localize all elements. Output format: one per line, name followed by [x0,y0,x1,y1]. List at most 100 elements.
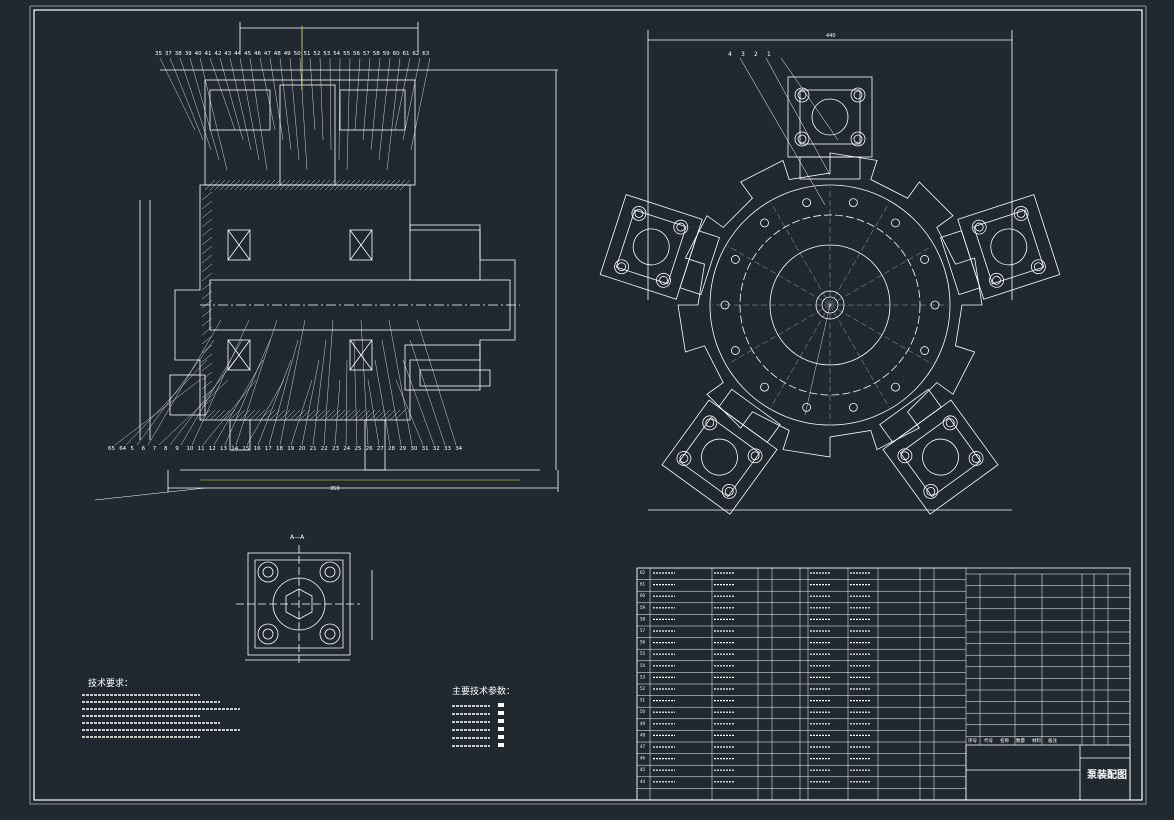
svg-text:58: 58 [640,616,646,621]
balloon-top-50: 50 [294,51,301,57]
balloon-top-40: 40 [195,51,202,57]
balloon-top-47: 47 [264,51,271,57]
table-header-4: 材料 [1032,737,1041,744]
balloon-bottom-24: 24 [343,446,350,452]
svg-text:48: 48 [640,732,646,737]
svg-text:57: 57 [640,628,646,633]
svg-text:61: 61 [640,582,646,587]
balloon-bottom-8: 8 [164,446,168,452]
balloon-bottom-17: 17 [265,446,272,452]
balloon-bottom-16: 16 [254,446,261,452]
balloon-top-46: 46 [254,51,261,57]
table-header-0: 序号 [968,737,977,744]
svg-text:51: 51 [640,698,646,703]
main-params-text [452,703,504,747]
balloon-top-49: 49 [284,51,291,57]
title-block-drawing-name: 泵装配图 [1087,770,1127,781]
balloon-bottom-28: 28 [388,446,395,452]
balloon-top-55: 55 [343,51,350,57]
balloon-bottom-13: 13 [220,446,227,452]
balloon-top-44: 44 [234,51,241,57]
table-header-5: 备注 [1048,737,1057,744]
cylinder-head-4 [661,388,781,515]
svg-text:54: 54 [640,663,646,668]
balloon-right-4: 4 [728,51,732,58]
tech-requirements-title: 技术要求： [88,679,134,689]
svg-text:56: 56 [640,640,646,645]
balloon-bottom-33: 33 [444,446,451,452]
balloon-top-51: 51 [304,51,311,57]
balloon-bottom-25: 25 [354,446,361,452]
balloon-top-59: 59 [383,51,390,57]
svg-text:44: 44 [640,779,646,784]
balloon-right-1: 1 [767,51,771,58]
balloon-bottom-65: 65 [108,446,115,452]
drawing-frame [29,5,1147,805]
end-view: 440 4 3 2 1 [599,30,1061,515]
balloon-bottom-5: 5 [130,446,134,452]
balloon-right-3: 3 [741,51,745,58]
svg-text:55: 55 [640,651,646,656]
balloon-bottom-22: 22 [321,446,328,452]
balloon-bottom-32: 32 [433,446,440,452]
balloon-bottom-18: 18 [276,446,283,452]
balloon-bottom-9: 9 [175,446,179,452]
balloon-bottom-64: 64 [119,446,126,452]
balloon-top-60: 60 [393,51,400,57]
svg-text:49: 49 [640,721,646,726]
svg-text:50: 50 [640,709,646,714]
table-header-2: 名称 [1000,737,1009,744]
balloon-top-45: 45 [244,51,251,57]
balloon-bottom-26: 26 [366,446,373,452]
svg-text:60: 60 [640,593,646,598]
svg-text:62: 62 [640,570,646,575]
balloon-bottom-34: 34 [455,446,462,452]
table-header-3: 数量 [1016,737,1025,744]
svg-text:45: 45 [640,767,646,772]
balloon-top-41: 41 [205,51,212,57]
balloon-bottom-6: 6 [142,446,146,452]
balloon-top-52: 52 [313,51,320,57]
balloon-top-56: 56 [353,51,360,57]
section-aa-label: A—A [290,534,305,541]
balloon-bottom-21: 21 [310,446,317,452]
balloon-bottom-27: 27 [377,446,384,452]
balloon-top-58: 58 [373,51,380,57]
balloon-bottom-7: 7 [153,446,157,452]
balloon-top-43: 43 [224,51,231,57]
balloon-bottom-11: 11 [198,446,205,452]
balloon-top-54: 54 [333,51,340,57]
svg-text:52: 52 [640,686,646,691]
balloon-bottom-19: 19 [287,446,294,452]
balloon-top-57: 57 [363,51,370,57]
section-aa-view [236,545,373,665]
balloon-bottom-23: 23 [332,446,339,452]
cylinder-head-3 [879,388,999,515]
balloon-top-39: 39 [185,51,192,57]
balloon-bottom-29: 29 [399,446,406,452]
balloon-bottom-20: 20 [298,446,305,452]
svg-text:53: 53 [640,674,646,679]
balloon-bottom-15: 15 [242,446,249,452]
balloon-bottom-31: 31 [422,446,429,452]
balloon-top-35: 35 [155,51,162,57]
svg-text:47: 47 [640,744,646,749]
tech-requirements-text [82,694,240,738]
balloon-top-61: 61 [403,51,410,57]
balloon-top-53: 53 [323,51,330,57]
cylinder-head-2 [940,194,1061,300]
balloon-top-63: 63 [422,51,429,57]
balloon-top-62: 62 [412,51,419,57]
balloon-right-2: 2 [754,51,758,58]
main-params-title: 主要技术参数： [452,687,516,697]
balloon-top-38: 38 [175,51,182,57]
dimension-left: 350 [330,486,340,492]
balloon-bottom-12: 12 [209,446,216,452]
dimension-right: 440 [826,33,836,39]
balloon-top-48: 48 [274,51,281,57]
svg-text:59: 59 [640,605,646,610]
balloon-top-37: 37 [165,51,172,57]
parts-list-table: 62616059585756555453525150494847464544序号… [636,567,1131,801]
